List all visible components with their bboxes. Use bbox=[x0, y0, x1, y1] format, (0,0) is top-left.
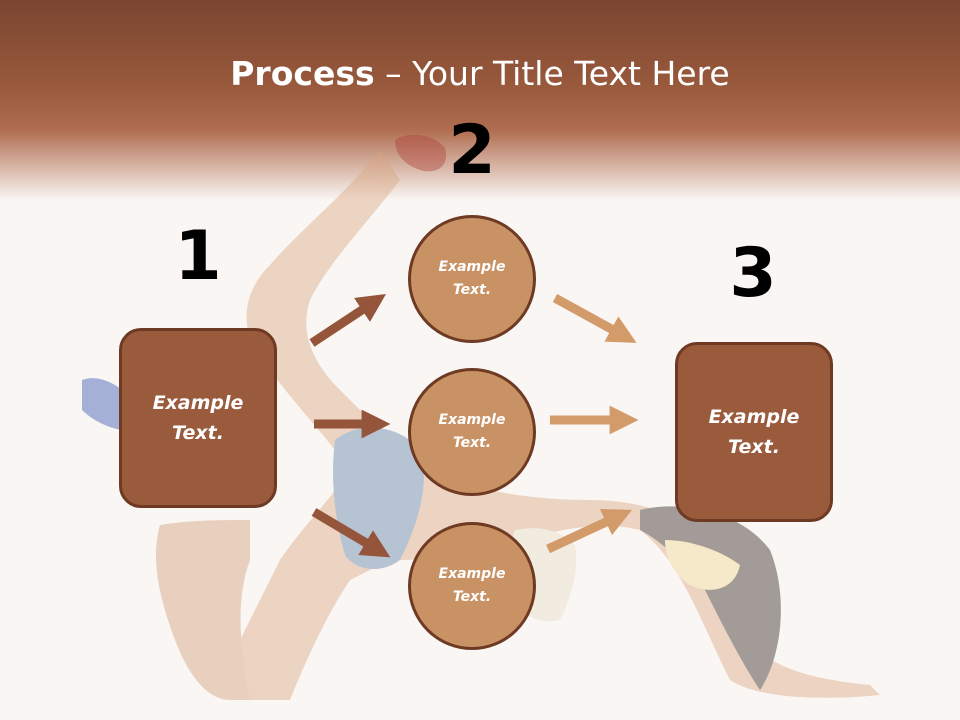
arrow-1-to-top bbox=[309, 294, 387, 347]
step-number-2: 2 bbox=[448, 111, 496, 190]
step-2-circle-middle: Example Text. bbox=[408, 368, 536, 496]
step-3-box: Example Text. bbox=[675, 342, 833, 522]
step-1-box: Example Text. bbox=[119, 328, 277, 508]
step-2-circle-bottom: Example Text. bbox=[408, 522, 536, 650]
arrow-top-to-3 bbox=[552, 294, 637, 343]
arrow-1-to-bottom bbox=[311, 508, 391, 558]
slide-title: Process – Your Title Text Here bbox=[0, 52, 960, 96]
title-bold: Process bbox=[230, 54, 375, 93]
step-number-3: 3 bbox=[729, 234, 777, 313]
step-number-1: 1 bbox=[174, 217, 222, 296]
arrow-bottom-to-3 bbox=[546, 509, 633, 554]
header-band bbox=[0, 0, 960, 200]
step-2-circle-top: Example Text. bbox=[408, 215, 536, 343]
title-rest: – Your Title Text Here bbox=[374, 54, 730, 93]
